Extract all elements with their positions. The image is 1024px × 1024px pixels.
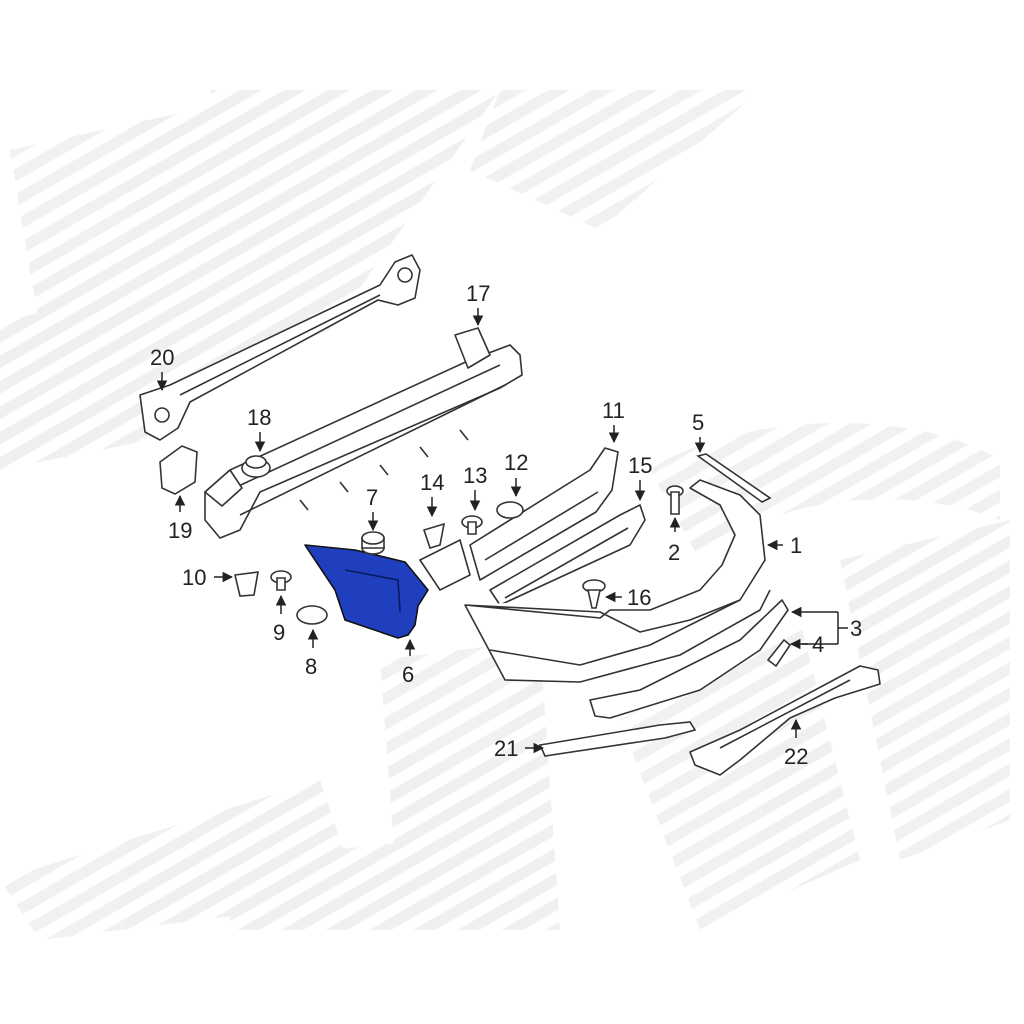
part-12-nut	[497, 502, 523, 518]
callout-5-label: 5	[692, 410, 704, 435]
callout-4-label: 4	[812, 632, 824, 657]
callout-15-label: 15	[628, 453, 652, 478]
part-13-screw	[462, 516, 482, 534]
callout-8: 8	[305, 628, 319, 679]
callout-19: 19	[168, 494, 192, 543]
part-20-strut	[140, 255, 420, 440]
part-9-screw	[271, 571, 291, 590]
callout-12-label: 12	[504, 450, 528, 475]
callout-10-label: 10	[182, 565, 206, 590]
callout-9: 9	[273, 594, 287, 645]
callout-22-label: 22	[784, 744, 808, 769]
part-7-grommet	[362, 532, 384, 554]
callout-1-label: 1	[790, 533, 802, 558]
callout-3-label: 3	[850, 616, 862, 641]
callout-7-label: 7	[366, 485, 378, 510]
callout-9-label: 9	[273, 620, 285, 645]
callout-21: 21	[494, 736, 545, 761]
callout-18-label: 18	[247, 405, 271, 430]
callout-14-label: 14	[420, 470, 444, 495]
part-3-lower-trim	[590, 600, 788, 718]
callout-11-label: 11	[602, 398, 625, 423]
part-1-bumper-cover	[465, 480, 770, 682]
callout-16-label: 16	[627, 585, 651, 610]
callout-21-label: 21	[494, 736, 518, 761]
callout-4: 4	[789, 632, 824, 657]
part-side-bracket	[420, 540, 470, 590]
part-17-beam	[205, 328, 522, 538]
callout-19-label: 19	[168, 518, 192, 543]
part-18-nut	[242, 456, 270, 477]
callout-6: 6	[402, 638, 416, 687]
callout-11: 11	[602, 398, 625, 444]
callout-7: 7	[366, 485, 379, 532]
callout-2-label: 2	[668, 540, 680, 565]
part-19-plate	[160, 446, 197, 494]
callout-1: 1	[766, 533, 802, 558]
callout-14: 14	[420, 470, 444, 518]
callout-20-label: 20	[150, 345, 174, 370]
callout-17: 17	[466, 281, 490, 327]
callout-2: 2	[668, 516, 681, 565]
callout-13: 13	[463, 463, 487, 512]
callout-20: 20	[150, 345, 174, 392]
part-10-clip	[235, 572, 258, 596]
callout-13-label: 13	[463, 463, 487, 488]
callout-22: 22	[784, 718, 808, 769]
callout-8-label: 8	[305, 654, 317, 679]
part-2-screw	[667, 486, 683, 514]
callout-18: 18	[247, 405, 271, 453]
part-11-bracket	[470, 448, 618, 580]
part-21-trim-strip	[540, 722, 695, 756]
callout-12: 12	[504, 450, 528, 498]
callout-17-label: 17	[466, 281, 490, 306]
callout-5: 5	[692, 410, 706, 454]
part-14-clip	[424, 524, 444, 548]
part-6-bracket-highlighted	[305, 545, 428, 638]
part-22-diffuser	[690, 666, 880, 775]
callout-6-label: 6	[402, 662, 414, 687]
callout-16: 16	[604, 585, 651, 610]
callout-10: 10	[182, 565, 234, 590]
part-5-strip	[698, 454, 770, 502]
callout-15: 15	[628, 453, 652, 502]
part-8-nut	[297, 606, 327, 624]
part-16-clip	[583, 580, 605, 608]
